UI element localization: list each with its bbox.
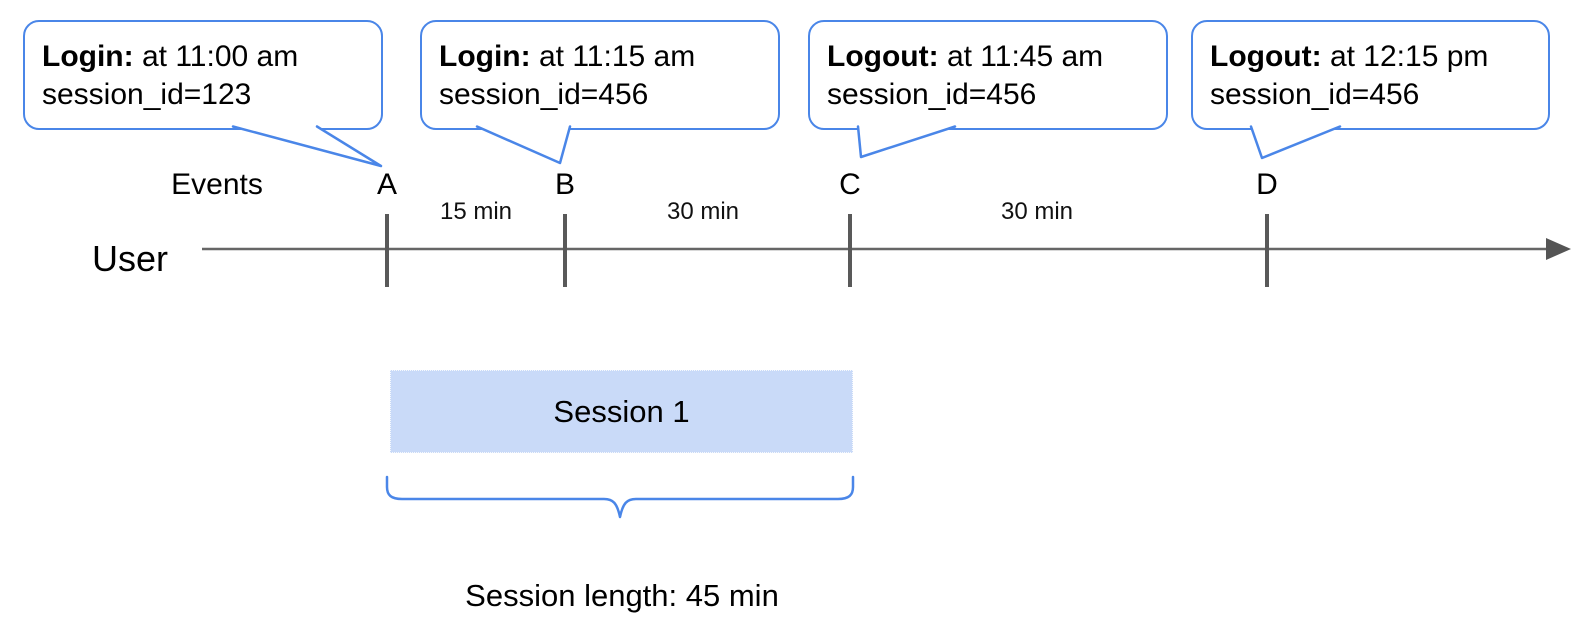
- timeline-arrowhead-icon: [1546, 238, 1571, 260]
- callout-session-id: session_id=123: [42, 78, 252, 111]
- callout-tail-a: [231, 125, 383, 168]
- user-row-label: User: [92, 238, 169, 279]
- callout-event-type: Logout:: [1210, 40, 1322, 73]
- callout-event-time: at 11:45 am: [946, 40, 1104, 73]
- event-marker-b: B: [554, 168, 575, 201]
- event-marker-a: A: [376, 168, 397, 201]
- callout-event-line: Logout: at 12:15 pm: [1210, 38, 1548, 76]
- callout-bubble-logout-c: Logout: at 11:45 am session_id=456: [808, 20, 1168, 130]
- callout-session-id: session_id=456: [439, 78, 649, 111]
- interval-label-cd: 30 min: [1000, 198, 1074, 225]
- session-length-brace: [385, 475, 855, 519]
- callout-event-time: at 11:00 am: [141, 40, 299, 73]
- callout-session-id: session_id=456: [1210, 78, 1420, 111]
- callout-event-time: at 12:15 pm: [1329, 40, 1489, 73]
- callout-event-time: at 11:15 am: [538, 40, 696, 73]
- callout-tail-b: [475, 125, 572, 165]
- event-marker-d: D: [1256, 168, 1278, 201]
- callout-bubble-login-a: Login: at 11:00 am session_id=123: [23, 20, 383, 130]
- callout-tail-d: [1249, 125, 1342, 160]
- callout-event-type: Login:: [439, 40, 531, 73]
- callout-session-id: session_id=456: [827, 78, 1037, 111]
- interval-label-ab: 15 min: [439, 198, 513, 225]
- callout-tail-c: [856, 125, 957, 159]
- callout-bubble-login-b: Login: at 11:15 am session_id=456: [420, 20, 780, 130]
- callout-event-type: Login:: [42, 40, 134, 73]
- session-1-box: Session 1: [390, 370, 853, 453]
- callout-bubble-logout-d: Logout: at 12:15 pm session_id=456: [1191, 20, 1550, 130]
- session-length-caption: Session length: 45 min: [465, 578, 779, 613]
- callout-event-type: Logout:: [827, 40, 939, 73]
- callout-event-line: Login: at 11:00 am: [42, 38, 381, 76]
- interval-label-bc: 30 min: [666, 198, 740, 225]
- callout-event-line: Logout: at 11:45 am: [827, 38, 1166, 76]
- events-row-label: Events: [171, 168, 263, 201]
- event-marker-c: C: [839, 168, 861, 201]
- callout-event-line: Login: at 11:15 am: [439, 38, 778, 76]
- session-1-box-label: Session 1: [553, 393, 690, 429]
